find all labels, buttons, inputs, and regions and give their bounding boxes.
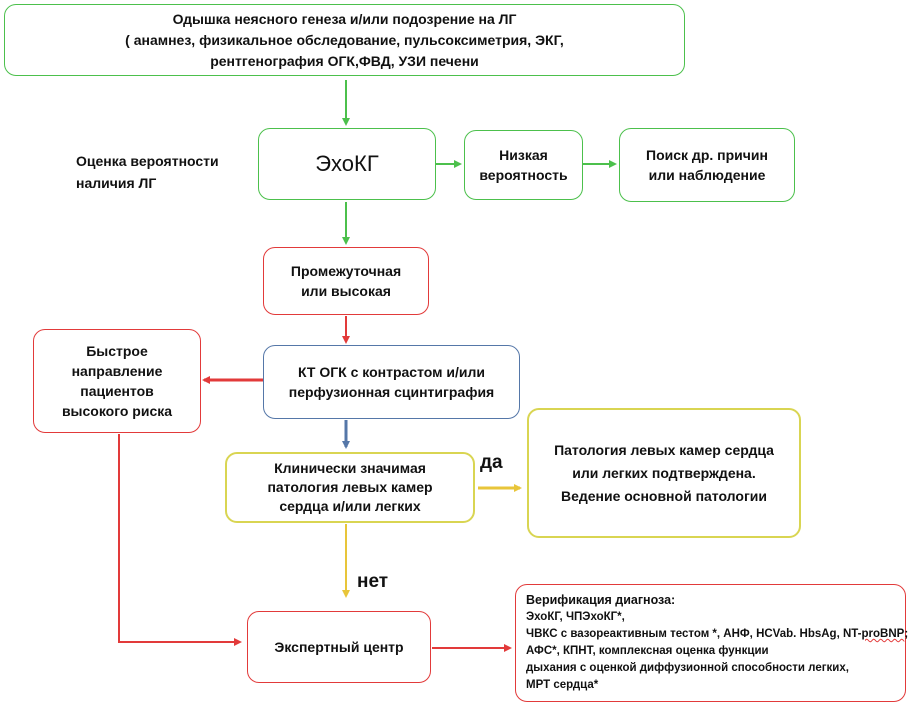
echo-box: ЭхоКГ (258, 128, 436, 200)
intermediate-high-box: Промежуточная или высокая (263, 247, 429, 315)
suspected-ph-line-1: Одышка неясного генеза и/или подозрение … (172, 10, 517, 27)
yes-label: да (480, 452, 503, 473)
fast-referral-box: Быстрое направление пациентов высокого р… (33, 329, 201, 433)
fast-referral-line-4: высокого риска (61, 403, 173, 419)
verification-line-2: ЭхоКГ, ЧПЭхоКГ*, (526, 611, 625, 623)
no-label: нет (357, 571, 389, 592)
ct-scintigraphy-line-1: КТ ОГК с контрастом и/или (298, 364, 485, 380)
suspected-ph-line-3: рентгенография ОГК,ФВД, УЗИ печени (210, 52, 479, 69)
verification-line-3-b: proBNP (861, 628, 905, 640)
pathology-confirmed-box: Патология левых камер сердца или легких … (527, 408, 801, 538)
echo-box-text: ЭхоКГ (315, 151, 379, 176)
diagnosis-verification-box: Верификация диагноза: ЭхоКГ, ЧПЭхоКГ*, Ч… (515, 584, 908, 702)
intermediate-high-line-1: Промежуточная (290, 263, 402, 279)
search-other-causes-box: Поиск др. причин или наблюдение (619, 128, 795, 202)
ct-scintigraphy-box: КТ ОГК с контрастом и/или перфузионная с… (263, 345, 520, 419)
probability-label-line-1: Оценка вероятности (76, 153, 219, 169)
probability-label-line-2: наличия ЛГ (76, 175, 157, 191)
verification-line-4: АФС*, КПНТ, комплексная оценка функции (526, 645, 769, 657)
clinical-pathology-box: Клинически значимая патология левых каме… (225, 452, 475, 523)
expert-center-text: Экспертный центр (274, 639, 404, 655)
pathology-confirmed-line-1: Патология левых камер сердца (554, 441, 774, 458)
low-probability-box: Низкая вероятность (464, 130, 583, 200)
clinical-pathology-line-3: сердца и/или легких (279, 498, 421, 514)
fast-referral-line-2: направление (71, 363, 163, 379)
probability-label: Оценка вероятности наличия ЛГ (76, 150, 219, 194)
verification-line-3-a: ЧВКС с вазореактивным тестом *, АНФ, HCV… (526, 628, 862, 640)
clinical-pathology-line-2: патология левых камер (267, 479, 433, 495)
fast-referral-line-1: Быстрое (86, 343, 148, 359)
arrow-fast-to-expert (118, 434, 242, 646)
verification-line-3-c: ; (904, 628, 909, 640)
intermediate-high-line-2: или высокая (301, 283, 391, 299)
search-other-causes-line-2: или наблюдение (648, 167, 766, 183)
verification-line-3: ЧВКС с вазореактивным тестом *, АНФ, HCV… (526, 626, 908, 643)
search-other-causes-line-1: Поиск др. причин (646, 147, 768, 163)
fast-referral-line-3: пациентов (80, 383, 154, 399)
ct-scintigraphy-line-2: перфузионная сцинтиграфия (288, 384, 495, 400)
suspected-ph-line-2: ( анамнез, физикальное обследование, пул… (125, 31, 564, 48)
pathology-confirmed-line-3: Ведение основной патологии (560, 487, 767, 504)
suspected-ph-box: Одышка неясного генеза и/или подозрение … (4, 4, 685, 76)
clinical-pathology-line-1: Клинически значимая (274, 460, 426, 476)
low-probability-line-2: вероятность (479, 167, 568, 183)
verification-line-5: дыхания с оценкой диффузионной способнос… (526, 662, 849, 674)
expert-center-box: Экспертный центр (247, 611, 431, 683)
low-probability-line-1: Низкая (499, 147, 548, 163)
verification-line-6: МРТ сердца* (526, 679, 599, 691)
pathology-confirmed-line-2: или легких подтверждена. (572, 464, 756, 481)
verification-heading: Верификация диагноза: (526, 593, 676, 607)
